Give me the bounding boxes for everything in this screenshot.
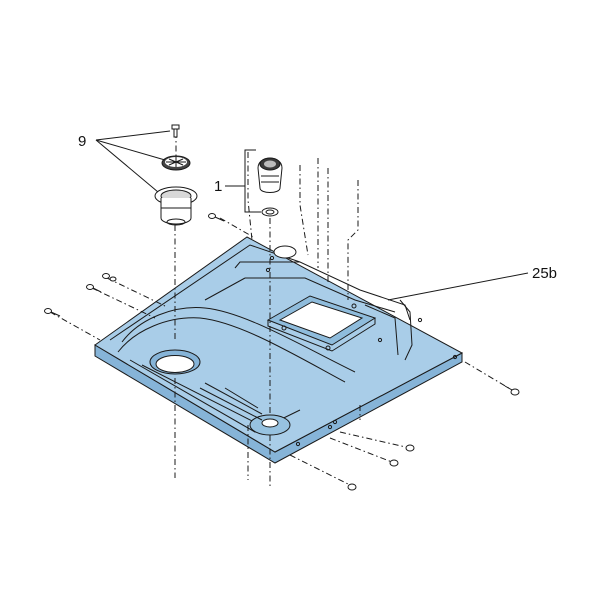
callout-25b: 25b — [532, 265, 557, 282]
callouts: 9 1 25b — [78, 130, 557, 301]
valve-body — [257, 157, 283, 193]
screws — [44, 124, 520, 491]
strainer-grid — [161, 155, 191, 171]
tray-rear-opening — [266, 295, 377, 352]
screw-left-1 — [44, 308, 61, 317]
tray-top-surface — [94, 236, 464, 453]
callout-1: 1 — [214, 178, 222, 195]
tray-rear-hole — [273, 245, 297, 259]
callout-9: 9 — [78, 133, 86, 150]
assembly-lines — [49, 132, 513, 488]
screw-rear — [208, 213, 225, 222]
drain-fitting — [154, 186, 198, 226]
screw-right-2 — [405, 444, 415, 452]
part-9-drain-assembly — [154, 155, 198, 226]
tray-drain-opening — [149, 349, 201, 375]
base-tray — [94, 236, 464, 464]
screw-right-1 — [504, 385, 520, 396]
screw-left-3 — [102, 273, 117, 282]
valve-washer — [261, 207, 279, 217]
screw-right-3 — [389, 459, 399, 467]
screw-left-2 — [86, 284, 102, 293]
screw-right-4 — [347, 483, 357, 491]
screw-top — [171, 124, 180, 138]
part-1-valve-assembly — [257, 157, 283, 217]
tray-valve-boss — [199, 382, 291, 436]
